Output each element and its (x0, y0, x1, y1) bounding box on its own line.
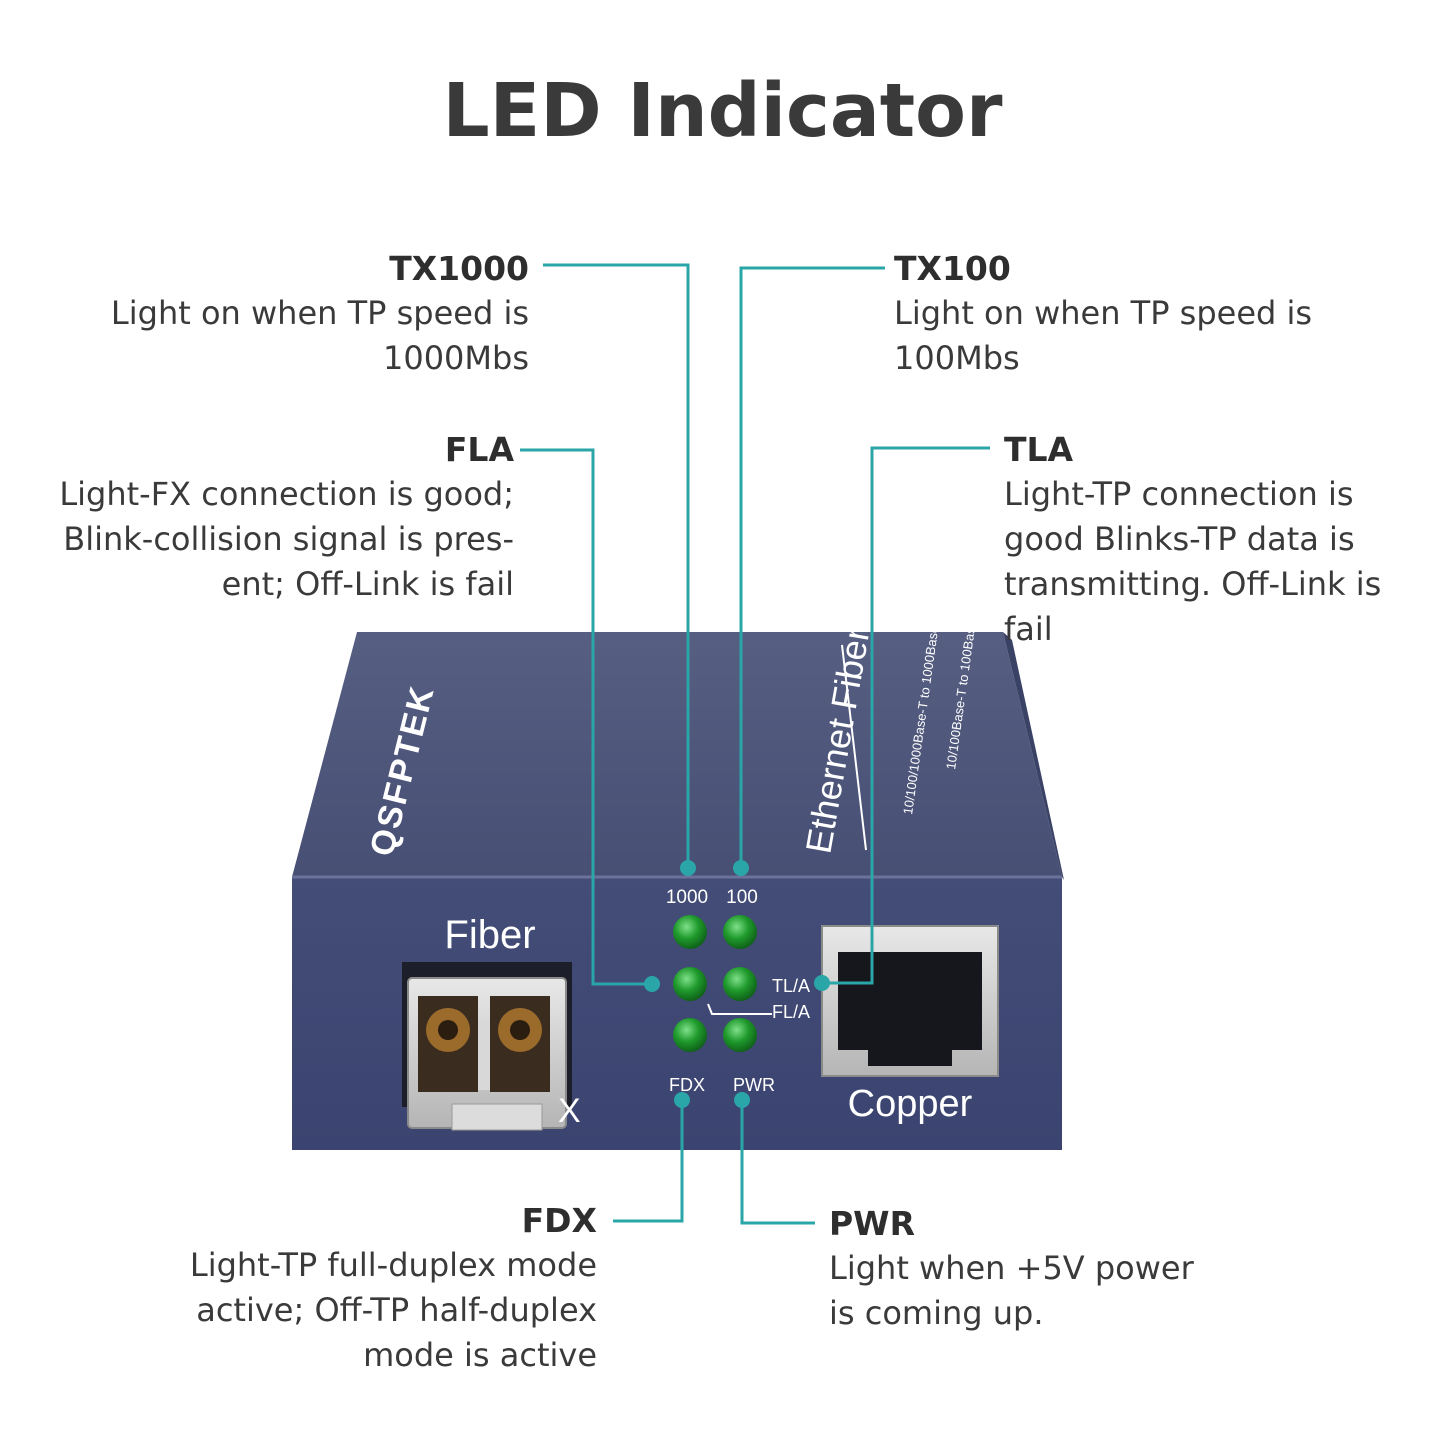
callout-fdx: FDX Light-TP full-duplex mode active; Of… (77, 1199, 597, 1378)
fiber-label: Fiber (444, 913, 535, 957)
callout-fla-line3: ent; Off-Link is fail (221, 565, 514, 603)
callout-tx1000-name: TX1000 (389, 249, 529, 288)
dot-tx100 (733, 860, 749, 876)
led-100 (723, 915, 757, 949)
sfp-module (402, 962, 572, 1131)
callout-tla-line4: fail (1004, 610, 1053, 648)
callout-fla: FLA Light-FX connection is good; Blink-c… (0, 428, 514, 607)
callout-tx1000: TX1000 Light on when TP speed is 1000Mbs (9, 247, 529, 381)
dot-fla (644, 976, 660, 992)
callout-tla: TLA Light-TP connection is good Blinks-T… (1004, 428, 1434, 652)
callout-fdx-line1: Light-TP full-duplex mode (189, 1246, 597, 1284)
leader-dots (644, 860, 830, 1108)
callout-pwr: PWR Light when +5V power is coming up. (829, 1202, 1349, 1336)
sfp-partial-label: X (558, 1092, 581, 1130)
led-label-pwr: PWR (733, 1075, 775, 1095)
callout-pwr-name: PWR (829, 1204, 915, 1243)
led-1000 (673, 915, 707, 949)
leader-pwr (740, 1100, 815, 1225)
leader-tla (822, 446, 990, 985)
led-label-tla: TL/A (772, 976, 810, 996)
callout-tx100-line1: Light on when TP speed is (894, 294, 1313, 332)
led-tla (723, 967, 757, 1001)
callout-fla-name: FLA (444, 430, 514, 469)
dot-tx1000 (680, 860, 696, 876)
callout-fla-line2: Blink-collision signal is pres- (63, 520, 514, 558)
leader-fla (520, 448, 652, 986)
callout-tx1000-line2: 1000Mbs (382, 339, 529, 377)
dot-tla (814, 975, 830, 991)
dot-fdx (674, 1092, 690, 1108)
leader-fdx (613, 1100, 684, 1223)
leader-tx1000 (543, 263, 690, 868)
callout-tx100-line2: 100Mbs (894, 339, 1020, 377)
callout-tx1000-line1: Light on when TP speed is (110, 294, 529, 332)
callout-tla-line2: good Blinks-TP data is (1004, 520, 1355, 558)
leader-tx100 (739, 266, 885, 868)
dot-pwr (734, 1092, 750, 1108)
led-fla (673, 967, 707, 1001)
led-pwr (723, 1018, 757, 1052)
leader-lines (520, 263, 990, 1225)
copper-label: Copper (848, 1083, 973, 1125)
callout-pwr-line2: is coming up. (829, 1294, 1044, 1332)
callout-fdx-line3: mode is active (363, 1336, 597, 1374)
page-title: LED Indicator (442, 68, 1003, 154)
callout-tx100-name: TX100 (894, 249, 1011, 288)
callout-tla-line3: transmitting. Off-Link is (1004, 565, 1382, 603)
led-label-fdx: FDX (669, 1075, 705, 1095)
led-label-fla: FL/A (772, 1002, 810, 1022)
callout-pwr-line1: Light when +5V power (829, 1249, 1194, 1287)
callout-fdx-name: FDX (521, 1201, 597, 1240)
callout-tx100: TX100 Light on when TP speed is 100Mbs (894, 247, 1414, 381)
led-label-1000: 1000 (666, 887, 708, 908)
callout-fdx-line2: active; Off-TP half-duplex (196, 1291, 597, 1329)
callout-tla-line1: Light-TP connection is (1004, 475, 1354, 513)
rj45-port (821, 925, 999, 1077)
led-label-100: 100 (726, 887, 758, 908)
callout-tla-name: TLA (1004, 430, 1074, 469)
device-top-surface (292, 632, 1062, 877)
led-fdx (673, 1018, 707, 1052)
device-side (1003, 632, 1064, 880)
callout-fla-line1: Light-FX connection is good; (59, 475, 514, 513)
